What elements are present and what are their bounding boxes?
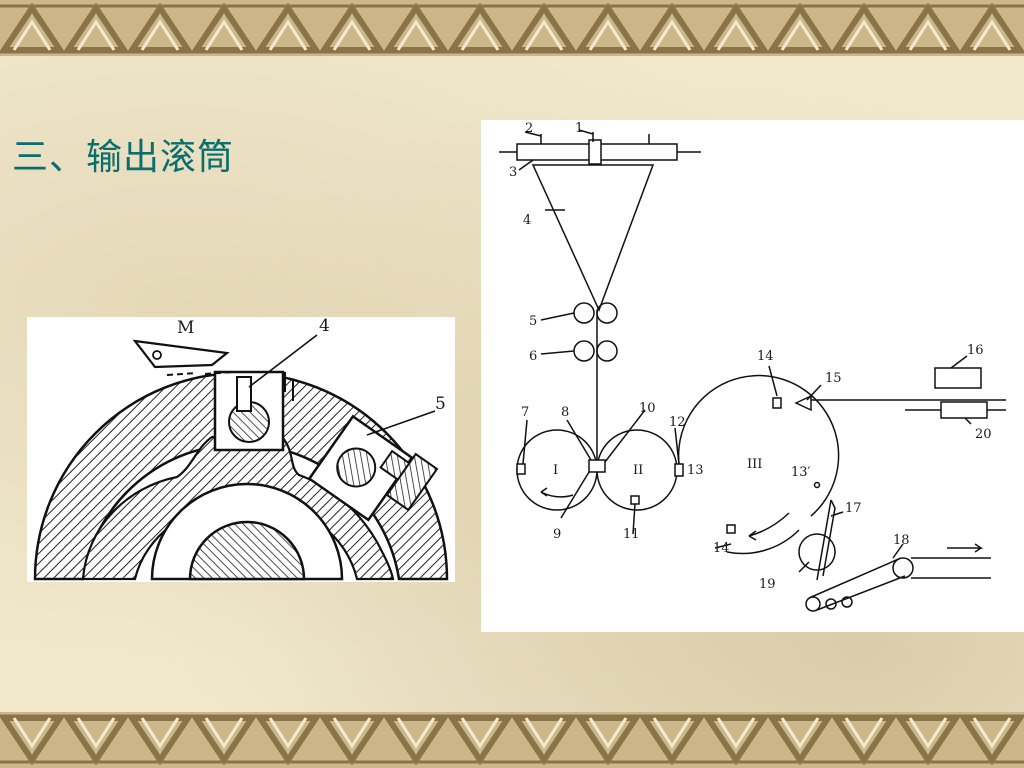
label-9: 9 — [553, 527, 561, 542]
label-11: 11 — [623, 527, 640, 542]
bottom-decorative-border — [0, 712, 1024, 768]
shaft — [188, 520, 306, 581]
slide-title: 三、输出滚筒 — [12, 137, 235, 178]
label-13: 13 — [687, 463, 704, 478]
label-8: 8 — [561, 405, 569, 420]
label-17: 17 — [845, 501, 862, 516]
label-5: 5 — [435, 394, 446, 414]
gripper-shaft-5 — [336, 447, 377, 488]
drum-shell — [33, 371, 449, 581]
label-cylinder-iii: III — [747, 457, 762, 472]
label-3: 3 — [509, 165, 517, 180]
label-12: 12 — [669, 415, 686, 430]
label-14-top: 14 — [757, 349, 774, 364]
label-4: 4 — [319, 317, 330, 336]
label-15: 15 — [825, 371, 842, 386]
label-1: 1 — [575, 121, 583, 136]
label-2: 2 — [525, 121, 533, 136]
label-10: 10 — [639, 401, 656, 416]
label-19: 19 — [759, 577, 776, 592]
output-cylinder-schematic: 1 2 3 4 5 6 7 8 9 10 11 12 13 13′ 14 14 … — [481, 120, 1024, 632]
label-20: 20 — [975, 427, 992, 442]
label-cylinder-i: I — [553, 463, 558, 478]
label-4: 4 — [523, 213, 531, 228]
label-16: 16 — [967, 343, 984, 358]
label-6: 6 — [529, 349, 537, 364]
label-13-prime: 13′ — [791, 465, 811, 480]
label-7: 7 — [521, 405, 529, 420]
label-m: M — [177, 318, 194, 338]
cylinder-cross-section-figure: M 4 5 — [27, 317, 455, 582]
label-5: 5 — [529, 314, 537, 329]
gripper-m — [132, 339, 230, 369]
top-decorative-border — [0, 0, 1024, 56]
label-18: 18 — [893, 533, 910, 548]
label-cylinder-ii: II — [633, 463, 643, 478]
label-14-bottom: 14 — [713, 541, 730, 556]
